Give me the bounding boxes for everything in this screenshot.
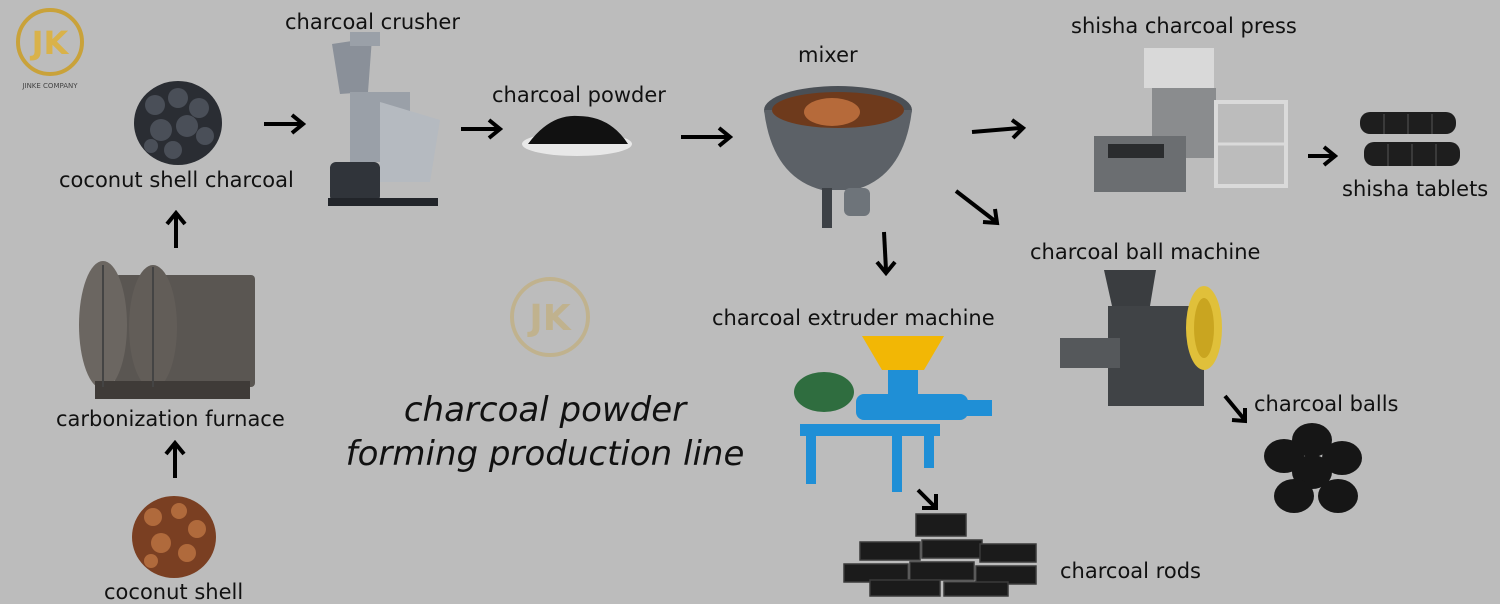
company-logo-subtext: JINKE COMPANY [22, 82, 78, 90]
arrow-right-icon [459, 118, 504, 144]
arrow-right-icon [970, 118, 1027, 146]
diagram-title: charcoal powder forming production line [330, 388, 760, 476]
label-charcoal-extruder-machine: charcoal extruder machine [712, 306, 995, 330]
shisha-charcoal-press-image [1092, 44, 1292, 198]
title-line-2: forming production line [345, 434, 745, 475]
charcoal-extruder-machine-image [784, 334, 994, 498]
label-charcoal-powder: charcoal powder [492, 83, 666, 107]
carbonization-furnace-image [75, 255, 260, 407]
label-charcoal-ball-machine: charcoal ball machine [1030, 240, 1261, 264]
label-shisha-tablets: shisha tablets [1342, 177, 1489, 201]
label-carbonization-furnace: carbonization furnace [56, 407, 285, 431]
arrow-down-icon [872, 230, 900, 280]
shisha-tablets-image [1356, 106, 1464, 178]
label-charcoal-balls: charcoal balls [1254, 392, 1399, 416]
company-logo: JK JINKE COMPANY [12, 6, 88, 96]
charcoal-ball-machine-image [1058, 262, 1226, 416]
coconut-shell-charcoal-image [133, 80, 223, 170]
charcoal-balls-image [1260, 420, 1366, 520]
svg-text:JK: JK [526, 298, 571, 339]
arrow-right-icon [679, 126, 734, 152]
arrow-diagonal-icon [914, 486, 942, 518]
charcoal-powder-image [520, 112, 635, 162]
label-charcoal-crusher: charcoal crusher [285, 10, 460, 34]
label-mixer: mixer [798, 43, 858, 67]
charcoal-rods-image [840, 512, 1040, 602]
label-coconut-shell-charcoal: coconut shell charcoal [59, 168, 294, 192]
charcoal-crusher-image [320, 32, 450, 214]
label-charcoal-rods: charcoal rods [1060, 559, 1201, 583]
svg-text:JK: JK [30, 24, 70, 62]
label-shisha-charcoal-press: shisha charcoal press [1071, 14, 1297, 38]
arrow-up-icon [163, 439, 187, 484]
arrow-right-icon [1306, 145, 1339, 171]
mixer-image [762, 82, 914, 234]
arrow-up-icon [164, 209, 188, 254]
arrow-diagonal-icon [953, 188, 1003, 232]
label-coconut-shell: coconut shell [104, 580, 244, 604]
coconut-shell-image [131, 495, 217, 583]
title-line-1: charcoal powder [403, 390, 687, 430]
arrow-right-icon [262, 113, 307, 139]
arrow-diagonal-icon [1222, 393, 1250, 429]
watermark-logo: JK [505, 272, 595, 366]
